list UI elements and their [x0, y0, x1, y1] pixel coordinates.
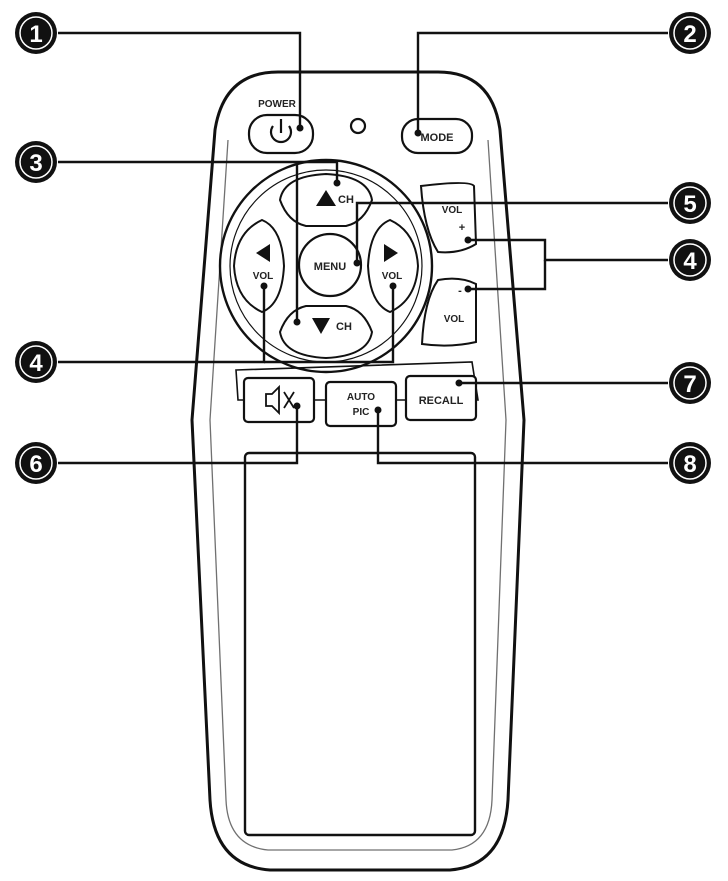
ch-down-label: CH — [336, 321, 352, 333]
mode-button[interactable]: MODE — [400, 117, 474, 155]
power-button[interactable] — [247, 113, 315, 155]
leader-dots — [260, 124, 472, 414]
ch-down-button[interactable]: CH — [278, 305, 374, 360]
lower-panel — [243, 451, 477, 837]
callout-4-right: 4 — [669, 239, 711, 281]
triangle-left-icon — [256, 244, 270, 262]
vol-left-button[interactable]: VOL — [232, 218, 286, 314]
mute-button[interactable] — [242, 376, 316, 424]
callout-6: 6 — [15, 442, 57, 484]
triangle-down-icon — [312, 318, 330, 334]
menu-button[interactable]: MENU — [297, 232, 363, 298]
svg-text:1: 1 — [29, 21, 42, 48]
auto-pic-label-line1: AUTO — [347, 392, 375, 403]
callout-8: 8 — [669, 442, 711, 484]
recall-button[interactable]: RECALL — [404, 374, 478, 422]
ch-up-label: CH — [338, 194, 354, 206]
svg-text:5: 5 — [683, 191, 696, 218]
triangle-up-icon — [316, 190, 336, 206]
callout-5: 5 — [669, 182, 711, 224]
vol-plus-button[interactable]: VOL + — [419, 182, 478, 254]
vol-minus-button[interactable]: - VOL — [420, 277, 477, 347]
leader-lines — [58, 31, 668, 465]
power-label: POWER — [258, 99, 297, 110]
svg-text:8: 8 — [683, 451, 696, 478]
vol-plus-sign: + — [459, 222, 465, 234]
vol-plus-label: VOL — [442, 205, 463, 216]
mode-label: MODE — [421, 132, 454, 144]
svg-text:7: 7 — [683, 371, 696, 398]
ch-up-button[interactable]: CH — [278, 172, 374, 227]
vol-left-label: VOL — [253, 271, 274, 282]
ir-sensor — [349, 117, 367, 135]
power-icon — [269, 119, 293, 144]
svg-text:3: 3 — [29, 150, 42, 177]
recall-label: RECALL — [419, 395, 464, 407]
auto-pic-button[interactable]: AUTO PIC — [324, 380, 398, 428]
menu-label: MENU — [314, 261, 346, 273]
function-row-frame — [235, 361, 479, 401]
vol-minus-label: VOL — [444, 314, 465, 325]
callout-7: 7 — [669, 362, 711, 404]
svg-text:4: 4 — [683, 248, 697, 275]
triangle-right-icon — [384, 244, 398, 262]
mute-icon — [265, 384, 295, 416]
callout-3: 3 — [15, 141, 57, 183]
callout-1: 1 — [15, 12, 57, 54]
vol-right-label: VOL — [382, 271, 403, 282]
auto-pic-label-line2: PIC — [353, 407, 370, 418]
vol-right-button[interactable]: VOL — [366, 218, 420, 314]
vol-minus-sign: - — [458, 285, 462, 297]
svg-text:4: 4 — [29, 350, 43, 377]
svg-text:2: 2 — [683, 21, 696, 48]
remote-body-inner-edge — [209, 139, 507, 851]
callout-2: 2 — [669, 12, 711, 54]
svg-text:6: 6 — [29, 451, 42, 478]
callout-4-left: 4 — [15, 341, 57, 383]
